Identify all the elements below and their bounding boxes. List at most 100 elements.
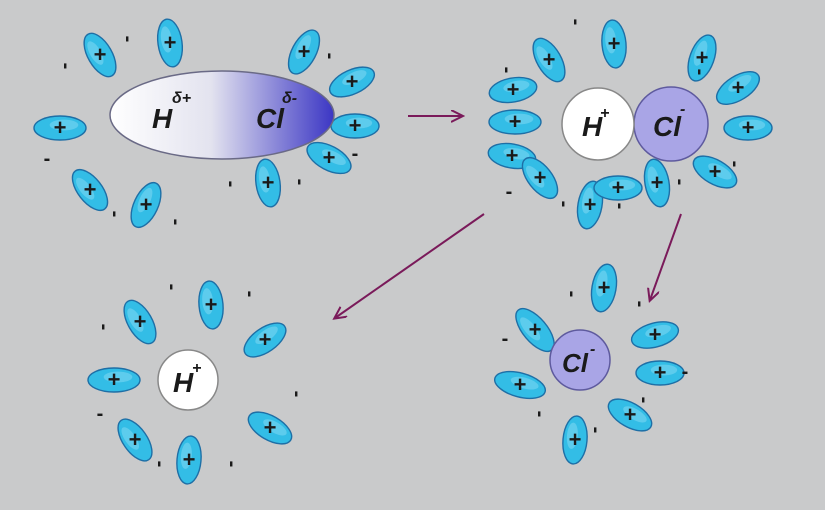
plus-sign: + bbox=[654, 360, 667, 385]
water-dipole-highlight bbox=[503, 147, 530, 160]
minus-sign: - bbox=[97, 403, 104, 425]
arrow-down-left bbox=[335, 213, 485, 318]
minus-sign: - bbox=[724, 161, 746, 168]
water-dipole-highlight bbox=[647, 166, 660, 193]
water-dipole-highlight bbox=[566, 422, 578, 449]
water-dipole bbox=[287, 29, 321, 75]
plus-sign: + bbox=[651, 170, 664, 195]
water-dipole bbox=[607, 398, 653, 432]
plus-sign: + bbox=[649, 322, 662, 347]
plus-sign: + bbox=[696, 45, 709, 70]
hydrated-h-circle bbox=[157, 349, 219, 411]
molecule-cl-label: Cl bbox=[256, 103, 285, 134]
plus-sign: + bbox=[612, 175, 625, 200]
water-dipole bbox=[532, 37, 566, 83]
plus-sign: + bbox=[509, 109, 522, 134]
minus-sign: - bbox=[529, 411, 551, 418]
water-dipole bbox=[488, 76, 538, 104]
water-dipole-highlight bbox=[121, 427, 140, 450]
minus-sign: - bbox=[496, 67, 518, 74]
water-dipole bbox=[117, 418, 153, 462]
water-dipole-highlight bbox=[75, 177, 95, 200]
water-dipole bbox=[247, 411, 293, 445]
plus-sign: + bbox=[709, 159, 722, 184]
arrows bbox=[335, 116, 682, 318]
plus-sign: + bbox=[608, 31, 621, 56]
water-dipole bbox=[493, 370, 547, 400]
water-dipole-highlight bbox=[728, 74, 752, 92]
pair-h-label: H bbox=[582, 111, 603, 142]
plus-sign: + bbox=[534, 165, 547, 190]
plus-sign: + bbox=[506, 143, 519, 168]
water-dipole-highlight bbox=[693, 40, 708, 66]
plus-sign: + bbox=[205, 292, 218, 317]
water-dipole bbox=[198, 280, 224, 330]
plus-sign: + bbox=[584, 192, 597, 217]
water-dipole-highlight bbox=[581, 187, 594, 214]
minus-sign: - bbox=[104, 211, 126, 218]
minus-sign: - bbox=[165, 219, 187, 226]
minus-sign: - bbox=[221, 461, 243, 468]
water-dipole-highlight bbox=[342, 70, 367, 86]
water-dipole-highlight bbox=[137, 187, 153, 213]
minus-sign: - bbox=[609, 203, 631, 210]
water-dipole bbox=[130, 181, 162, 229]
minus-sign: - bbox=[682, 361, 689, 383]
water-dipole-highlight bbox=[595, 270, 608, 297]
hydrated-cl-circle bbox=[549, 329, 611, 391]
water-dipole bbox=[156, 18, 184, 68]
water-dipole-highlight bbox=[536, 46, 553, 70]
water-dipole-highlight bbox=[738, 119, 766, 131]
water-dipole-highlight bbox=[295, 35, 312, 59]
minus-sign: - bbox=[561, 291, 583, 298]
plus-sign: + bbox=[129, 427, 142, 452]
hcl-molecule: H δ+ Cl δ- bbox=[109, 70, 335, 160]
water-dipole-highlight bbox=[322, 149, 346, 166]
water-dipole bbox=[488, 109, 542, 135]
water-dipole-highlight bbox=[650, 364, 678, 376]
plus-sign: + bbox=[323, 145, 336, 170]
water-dipole bbox=[635, 360, 685, 386]
minus-signs-layer: ------------------------------- bbox=[44, 19, 746, 468]
water-dipole bbox=[562, 415, 588, 465]
pair-h-charge: + bbox=[600, 105, 609, 122]
pair-cl-charge: - bbox=[680, 101, 685, 118]
molecule-h-charge: δ+ bbox=[172, 90, 191, 107]
water-dipole bbox=[254, 158, 282, 208]
water-dipole bbox=[643, 158, 671, 208]
minus-sign: - bbox=[585, 427, 607, 434]
minus-sign: - bbox=[44, 148, 51, 170]
water-dipole-highlight bbox=[504, 113, 534, 125]
water-dipole bbox=[715, 71, 761, 105]
water-dipole-highlight bbox=[87, 41, 104, 65]
hydrated-h-charge: + bbox=[192, 360, 201, 377]
molecule-cl-charge: δ- bbox=[282, 90, 297, 107]
water-dipole-highlight bbox=[623, 406, 647, 423]
water-dipole bbox=[521, 156, 559, 200]
water-dipole-highlight bbox=[503, 80, 530, 93]
hydrated-h-ion: H + bbox=[157, 349, 219, 411]
water-dipole-highlight bbox=[645, 324, 671, 338]
dissociating-pair: H + Cl - bbox=[561, 86, 709, 162]
water-dipole bbox=[723, 115, 773, 141]
plus-sign: + bbox=[624, 402, 637, 427]
plus-sign: + bbox=[183, 447, 196, 472]
minus-sign: - bbox=[286, 391, 308, 398]
hydrated-h-label: H bbox=[173, 367, 194, 398]
plus-sign: + bbox=[569, 427, 582, 452]
water-dipole bbox=[692, 155, 738, 189]
water-dipole-highlight bbox=[127, 308, 144, 332]
minus-sign: - bbox=[506, 181, 513, 203]
water-dipole-highlight bbox=[258, 166, 271, 193]
minus-sign: - bbox=[629, 301, 651, 308]
water-dipole bbox=[601, 19, 627, 69]
plus-sign: + bbox=[742, 115, 755, 140]
plus-sign: + bbox=[164, 30, 177, 55]
water-dipole-highlight bbox=[525, 165, 545, 188]
water-dipoles-layer: +++++++++++++++++++++++++++++++++++++ bbox=[33, 18, 773, 485]
minus-sign: - bbox=[502, 328, 509, 350]
arrow-down-right bbox=[650, 213, 682, 300]
water-dipole-highlight bbox=[49, 119, 79, 131]
